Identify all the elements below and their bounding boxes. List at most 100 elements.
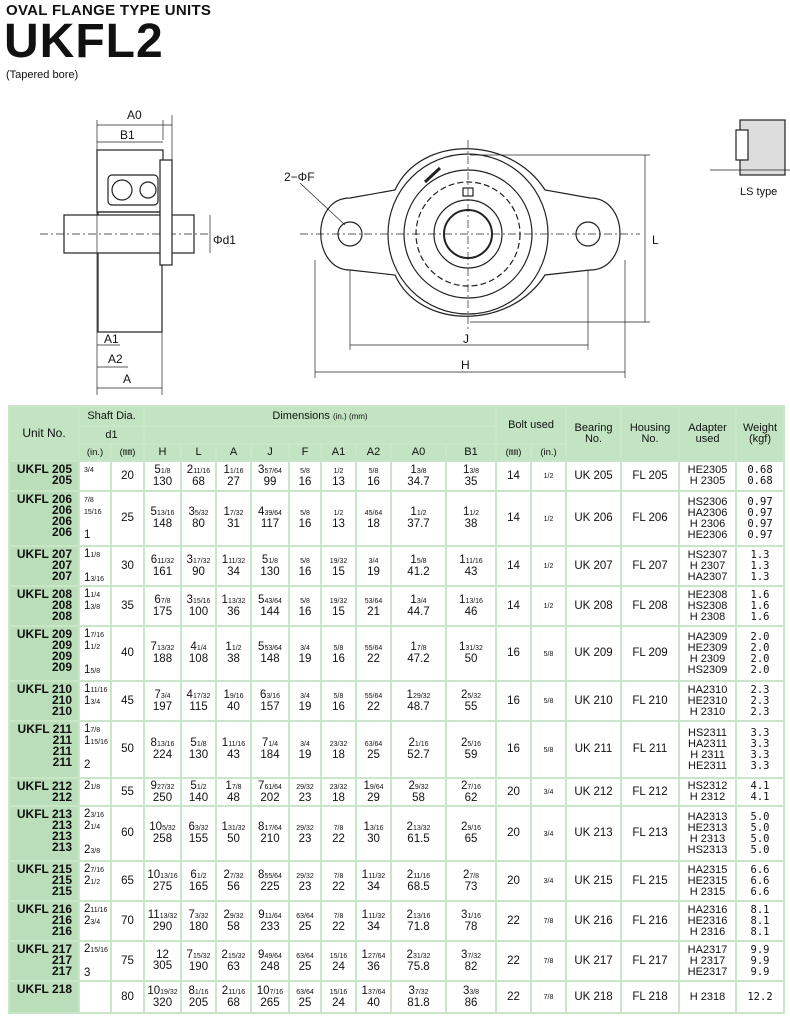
bearing-no: UK 209 (565, 625, 623, 682)
dim-mm: 99 (263, 475, 277, 488)
dim-mm: 248 (260, 960, 280, 973)
label-b1: B1 (120, 128, 135, 142)
weight-value: 6.6 (750, 874, 770, 887)
shaft-dia-mm: 75 (110, 940, 145, 982)
weight-value: 0.97 (747, 517, 773, 530)
dim-mm: 16 (367, 475, 380, 488)
dim-in: 213/16 (406, 908, 431, 921)
unit-no: 208 (51, 598, 72, 612)
unit-no: UKFL 205 (16, 462, 72, 476)
dim-mm: 50 (227, 833, 240, 845)
dim-in: 7/8 (333, 825, 344, 832)
dim-mm: 23 (298, 833, 312, 845)
dim-in: 29/32 (296, 872, 314, 880)
dim-mm: 81.8 (407, 996, 430, 1009)
dim-in: 543/64 (258, 593, 282, 606)
adapter-no: H 2318 (689, 990, 726, 1003)
weight-value: 3.3 (750, 737, 770, 750)
dim-in: 17/8 (225, 779, 242, 792)
bolt-in: 5/8 (530, 720, 568, 779)
bolt-mm: 14 (495, 460, 533, 492)
adapter-no: H 2305 (689, 475, 726, 487)
header-bolt: Bolt used (495, 405, 568, 445)
dim-in: 51/8 (154, 463, 171, 476)
dim-in: 5/8 (368, 467, 379, 475)
unit-no: 211 (52, 733, 72, 747)
header-mm: (㎜) (110, 443, 145, 462)
dim-mm: 43 (464, 565, 478, 578)
dim-in: 63/32 (188, 821, 209, 833)
dim-mm: 65 (464, 833, 478, 845)
dim-in: 5/8 (300, 597, 310, 605)
unit-no: 216 (51, 924, 72, 938)
dim-mm: 130 (188, 749, 209, 761)
technical-drawing (40, 115, 790, 395)
adapter-no: H 2317 (689, 954, 726, 967)
dim-mm: 38 (227, 653, 240, 665)
shaft-dia-mm: 55 (110, 777, 145, 807)
header-dim-l: L (180, 443, 217, 462)
dim-in: 11/2 (225, 641, 242, 653)
dim-mm: 180 (188, 920, 209, 933)
dim-mm: 15 (332, 565, 345, 578)
dim-mm: 21 (367, 605, 380, 618)
dim-in: 1113/32 (147, 908, 178, 921)
dim-mm: 130 (260, 565, 280, 578)
bolt-in: 1/2 (530, 490, 568, 547)
dim-mm: 36 (227, 605, 240, 618)
adapter-no: HA2307 (687, 570, 728, 583)
dim-mm: 184 (260, 749, 280, 761)
unit-no: 211 (52, 744, 72, 758)
weight-value: 5.0 (750, 821, 770, 834)
dim-mm: 15 (332, 605, 345, 618)
unit-no: 210 (51, 693, 72, 707)
dim-in: 3/4 (300, 692, 310, 700)
dim-mm: 161 (152, 565, 173, 578)
unit-no: 208 (51, 609, 72, 623)
unit-no: 215 (51, 873, 72, 887)
ls-type-drawing (710, 119, 790, 176)
header-dim-f: F (288, 443, 322, 462)
housing-no: FL 218 (620, 980, 681, 1014)
dim-in: 25/16 (460, 737, 482, 749)
dim-mm: 25 (298, 960, 312, 973)
shaft-dia-in: 115/16 (84, 735, 108, 747)
dim-in: 211/16 (221, 984, 246, 997)
shaft-dia-in: 11/8 (84, 548, 101, 560)
dim-mm: 275 (152, 880, 173, 893)
bearing-no: UK 213 (565, 805, 623, 862)
dim-in: 7/8 (333, 872, 344, 880)
dim-in: 29/32 (408, 779, 429, 792)
dim-mm: 140 (188, 791, 209, 804)
shaft-dia-in: 111/16 (84, 683, 108, 695)
weight-value: 2.0 (750, 641, 770, 654)
header-adapter: Adapter used (678, 405, 738, 462)
adapter-no: HA2311 (688, 737, 727, 750)
dim-mm: 210 (260, 833, 280, 845)
dim-mm: 52.7 (407, 749, 430, 761)
